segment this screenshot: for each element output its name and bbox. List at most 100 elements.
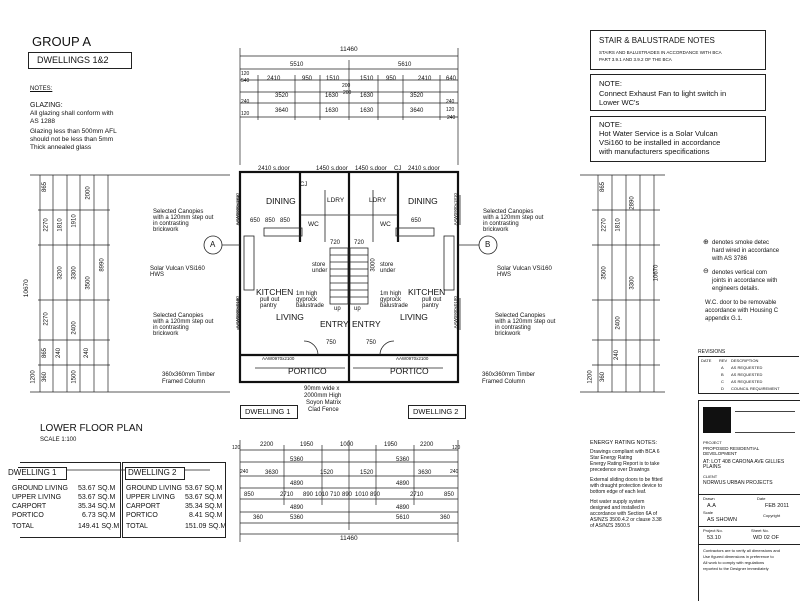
schedule-row-value: 35.34 SQ.M (78, 503, 116, 510)
dim-bottom: 4890 (290, 505, 304, 511)
dim-top: 120 (241, 111, 250, 117)
schedule-row-value: 53.67 SQ.M (78, 485, 116, 492)
dim-bottom: 1000 (340, 442, 354, 448)
callout-fence: Soyon Matrix (306, 400, 342, 406)
door-label-left: 2410 s.door (258, 166, 290, 172)
divider (699, 544, 800, 545)
dim-left: 1200 (30, 370, 37, 384)
dim-bottom: 890 (370, 492, 381, 498)
callout-canopy: Selected Canopies (495, 313, 546, 319)
drawn-value: A.A (707, 503, 716, 509)
window-tag: AAW0970x2100 (262, 356, 295, 361)
callout-canopy: with a 120mm step out (483, 215, 544, 221)
schedule-row-label: UPPER LIVING (126, 494, 176, 501)
dwelling-2-label: DWELLING 2 (413, 407, 459, 416)
dim-top: 2410 (418, 76, 432, 82)
balustrade-left: 1m high gyprock balustrade (296, 291, 325, 309)
dim-bottom: 1520 (320, 470, 334, 476)
dim-top: 1630 (360, 93, 374, 99)
energy-line: Energy Rating Report is to take (590, 461, 660, 467)
dim-top: 950 (386, 76, 397, 82)
revisions-rev: C (721, 379, 724, 384)
stair-up-left: up (334, 306, 341, 312)
room-ldry-right: LDRY (369, 197, 387, 204)
logo-text-block (735, 411, 795, 433)
note-label: NOTE: (599, 120, 622, 129)
dim-bottom: 3630 (265, 470, 279, 476)
dim-overall-top: 11460 (340, 46, 358, 53)
energy-line: AS/NZS 3500.4.2 or clause 3.38 (590, 517, 662, 523)
callout-column: 360x360mm Timber (162, 372, 216, 378)
callout-solar: HWS (150, 272, 164, 278)
dim-750-left: 750 (326, 340, 337, 346)
dim-850: 850 (280, 218, 291, 224)
revisions-rev: D (721, 386, 724, 391)
dim-bottom: 240 (450, 469, 459, 475)
dim-bottom: 890 (303, 492, 314, 498)
dim-left: 865 (42, 181, 49, 193)
balustrade-right: 1m high gyprock balustrade (380, 291, 409, 309)
store-under-left: store under (312, 262, 328, 274)
dim-top: 120 (446, 107, 455, 113)
room-wc-right: WC (380, 221, 391, 228)
revisions-rev: A (721, 365, 724, 370)
door-label-mid-right: 1450 s.door (355, 166, 387, 172)
stair-notes-heading: STAIR & BALUSTRADE NOTES (599, 36, 715, 45)
energy-line: Star Energy Rating (590, 455, 633, 461)
dim-bottom: 5360 (290, 515, 304, 521)
callout-canopy: in contrasting (483, 221, 519, 227)
callout-canopy: with a 120mm step out (153, 319, 214, 325)
dim-left: 8990 (99, 258, 106, 272)
lower-floor-title: LOWER FLOOR PLAN (40, 423, 143, 434)
revisions-desc: AS REQUESTED (731, 365, 763, 370)
schedule-row-value: 149.41 SQ.M (78, 523, 120, 530)
pullout-pantry-left: pull out pantry (260, 297, 280, 309)
dim-bottom: 120 (452, 445, 461, 451)
schedule-row-label: PORTICO (126, 512, 158, 519)
callout-canopy: with a 120mm step out (153, 215, 214, 221)
callout-fence: 90mm wide x (304, 386, 340, 392)
energy-line: Drawings compliant with BCA 6 (590, 449, 660, 455)
window-tag: AAW0900x0180 (234, 296, 240, 329)
schedule-row-label: UPPER LIVING (12, 494, 62, 501)
dim-bottom: 4890 (396, 505, 410, 511)
dim-right-overall: 10670 (653, 264, 660, 282)
dim-bottom: 120 (232, 445, 241, 451)
glazing-line: Glazing less than 500mm AFL (30, 128, 117, 135)
room-entry-right: ENTRY (352, 319, 381, 329)
dim-720-left: 720 (330, 240, 341, 246)
energy-line: with draught protection device to (590, 483, 662, 489)
legend-line: denotes vertical com (712, 270, 768, 276)
dim-left: 1910 (71, 214, 78, 228)
dim-left: 360 (42, 371, 49, 383)
scale-label: Scale (703, 510, 714, 515)
cj-label-left: CJ (300, 182, 308, 188)
dim-bottom: 1010 (315, 492, 329, 498)
dim-left: 3500 (85, 276, 92, 290)
callout-fence: 2000mm High (304, 393, 342, 399)
dim-left: 240 (84, 347, 91, 359)
room-wc-left: WC (308, 221, 319, 228)
room-kitchen-right: KITCHEN (408, 287, 446, 297)
dim-left: 1500 (71, 370, 78, 384)
callout-canopy: Selected Canopies (153, 209, 204, 215)
dim-left: 3300 (71, 266, 78, 280)
energy-line: designed and installed in (590, 505, 646, 511)
ref-b: B (485, 240, 491, 249)
revisions-heading: REVISIONS (698, 349, 726, 355)
revisions-col: DESCRIPTION (731, 358, 759, 363)
schedule-row-label: GROUND LIVING (12, 485, 69, 492)
room-ldry-left: LDRY (327, 197, 345, 204)
dim-bottom: 2200 (420, 442, 434, 448)
project-no: 53.10 (707, 535, 721, 541)
dim-right: 1200 (587, 370, 594, 384)
dim-bottom: 4890 (290, 481, 304, 487)
schedule-row-label: CARPORT (12, 503, 47, 510)
dwelling-1-label: DWELLING 1 (245, 407, 291, 416)
legend-line: accordance with Housing C (705, 308, 779, 314)
dim-750-right: 750 (366, 340, 377, 346)
copyright-label: Copyright (763, 513, 781, 518)
stair-notes-line: PART 3.9.1 AND 3.9.2 OF THE BCA (599, 57, 672, 62)
revisions-desc: AS REQUESTED (731, 379, 763, 384)
contractors-note: All work to comply with regulations (703, 560, 765, 565)
